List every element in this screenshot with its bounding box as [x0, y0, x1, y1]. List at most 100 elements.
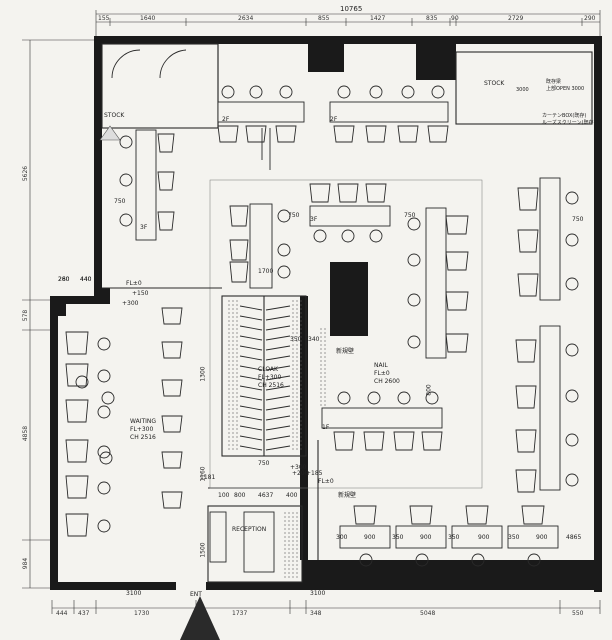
- dim-3100-b: 3100: [310, 590, 326, 597]
- fl0-note-a: FL±0: [126, 280, 142, 287]
- dim-440: 440: [80, 276, 92, 283]
- cloak-rail: [265, 325, 291, 331]
- cloak-rail: [239, 415, 263, 421]
- reception-label: RECEPTION: [232, 526, 267, 533]
- chair: [521, 505, 545, 525]
- dim-350: 350: [290, 336, 302, 343]
- dim-900-d: 900: [536, 534, 548, 541]
- cloak-rail: [265, 345, 291, 351]
- cloak-rail: [265, 395, 291, 401]
- stool: [527, 553, 541, 567]
- stool: [407, 253, 421, 267]
- table: [209, 511, 227, 563]
- dim-300: 300: [336, 534, 348, 541]
- chair: [515, 339, 537, 363]
- chair: [161, 451, 183, 469]
- stool: [313, 229, 327, 243]
- chair: [445, 251, 469, 271]
- dim-900-a: 900: [364, 534, 376, 541]
- cloak-rail: [239, 435, 263, 441]
- bottom-dim-6: 5048: [420, 610, 436, 617]
- chair: [161, 307, 183, 325]
- stool: [249, 85, 263, 99]
- left-dim-lower: 4858: [22, 425, 30, 442]
- cloak-rail: [265, 375, 291, 381]
- stool: [415, 553, 429, 567]
- entrance-label: ENT: [190, 591, 202, 598]
- stool: [97, 481, 111, 495]
- chair: [157, 171, 175, 191]
- stock-left-label: STOCK: [104, 112, 125, 119]
- cloak-rail: [265, 335, 291, 341]
- stool: [565, 433, 579, 447]
- cloak-rail: [239, 305, 263, 311]
- stool: [565, 191, 579, 205]
- stool: [359, 553, 373, 567]
- dim-3000: 3000: [516, 87, 529, 93]
- dim-750-a: 750: [114, 198, 126, 205]
- dimension-lines: [22, 10, 601, 614]
- dim-1700: 1700: [258, 268, 274, 275]
- bottom-dim-4: 1737: [232, 610, 248, 617]
- left-dim-upper: 5626: [22, 165, 30, 182]
- cloak-rail: [239, 335, 263, 341]
- chair: [309, 183, 331, 203]
- dim-340: 340: [308, 336, 320, 343]
- floor-tag-3f-b: 3F: [140, 224, 148, 231]
- left-dim-a: 280: [58, 276, 70, 283]
- hatch-areas: [226, 300, 328, 578]
- cloak-rail: [265, 355, 291, 361]
- left-dim-bottom: 984: [22, 557, 30, 570]
- cloak-rail: [265, 365, 291, 371]
- dim-3100-a: 3100: [126, 590, 142, 597]
- stool: [401, 85, 415, 99]
- chair: [517, 273, 539, 297]
- stool: [407, 293, 421, 307]
- chair: [333, 431, 355, 451]
- table: [329, 101, 449, 123]
- chair: [427, 125, 449, 143]
- stock-note-2: 上部OPEN 3000: [546, 86, 585, 92]
- stool: [75, 375, 89, 389]
- chair: [161, 491, 183, 509]
- bottom-dim-7: 550: [572, 610, 584, 617]
- chair: [65, 439, 89, 463]
- dim-350-b: 350: [392, 534, 404, 541]
- stock-note-1: 既存梁: [546, 79, 562, 85]
- cloak-rail: [265, 405, 291, 411]
- door-jamb: [261, 128, 271, 170]
- chair: [365, 125, 387, 143]
- stool: [97, 405, 111, 419]
- cloak-room-label: CLOAK: [258, 366, 278, 373]
- bottom-dim-1: 444: [56, 610, 68, 617]
- floor-tag-2f-b: 2F: [330, 116, 338, 123]
- dim-800: 800: [425, 384, 433, 396]
- cloak-rail: [239, 355, 263, 361]
- chair: [353, 505, 377, 525]
- door-swing: [159, 49, 187, 79]
- cloak-rail: [265, 315, 291, 321]
- floor-tag-1f: 1F: [322, 424, 330, 431]
- dim-1181: 1181: [200, 474, 216, 481]
- chair: [363, 431, 385, 451]
- door-swing: [111, 49, 141, 79]
- level-300-a: +300: [122, 300, 139, 307]
- dim-1300: 1300: [199, 366, 207, 382]
- cloak-rail: [265, 305, 291, 311]
- cloak-room-ch: CH 2516: [258, 382, 284, 389]
- bottom-dim-5: 348: [310, 610, 322, 617]
- stool: [119, 213, 133, 227]
- chair: [337, 183, 359, 203]
- dim-750-e: 750: [258, 460, 270, 467]
- chair: [161, 341, 183, 359]
- stool: [279, 85, 293, 99]
- chair: [515, 385, 537, 409]
- table: [309, 205, 391, 227]
- chair: [275, 125, 297, 143]
- table: [507, 525, 559, 549]
- new-wall-note-1: 新規壁: [336, 348, 355, 355]
- chair: [445, 291, 469, 311]
- top-dim-8: 2729: [508, 15, 524, 22]
- chair: [445, 333, 469, 353]
